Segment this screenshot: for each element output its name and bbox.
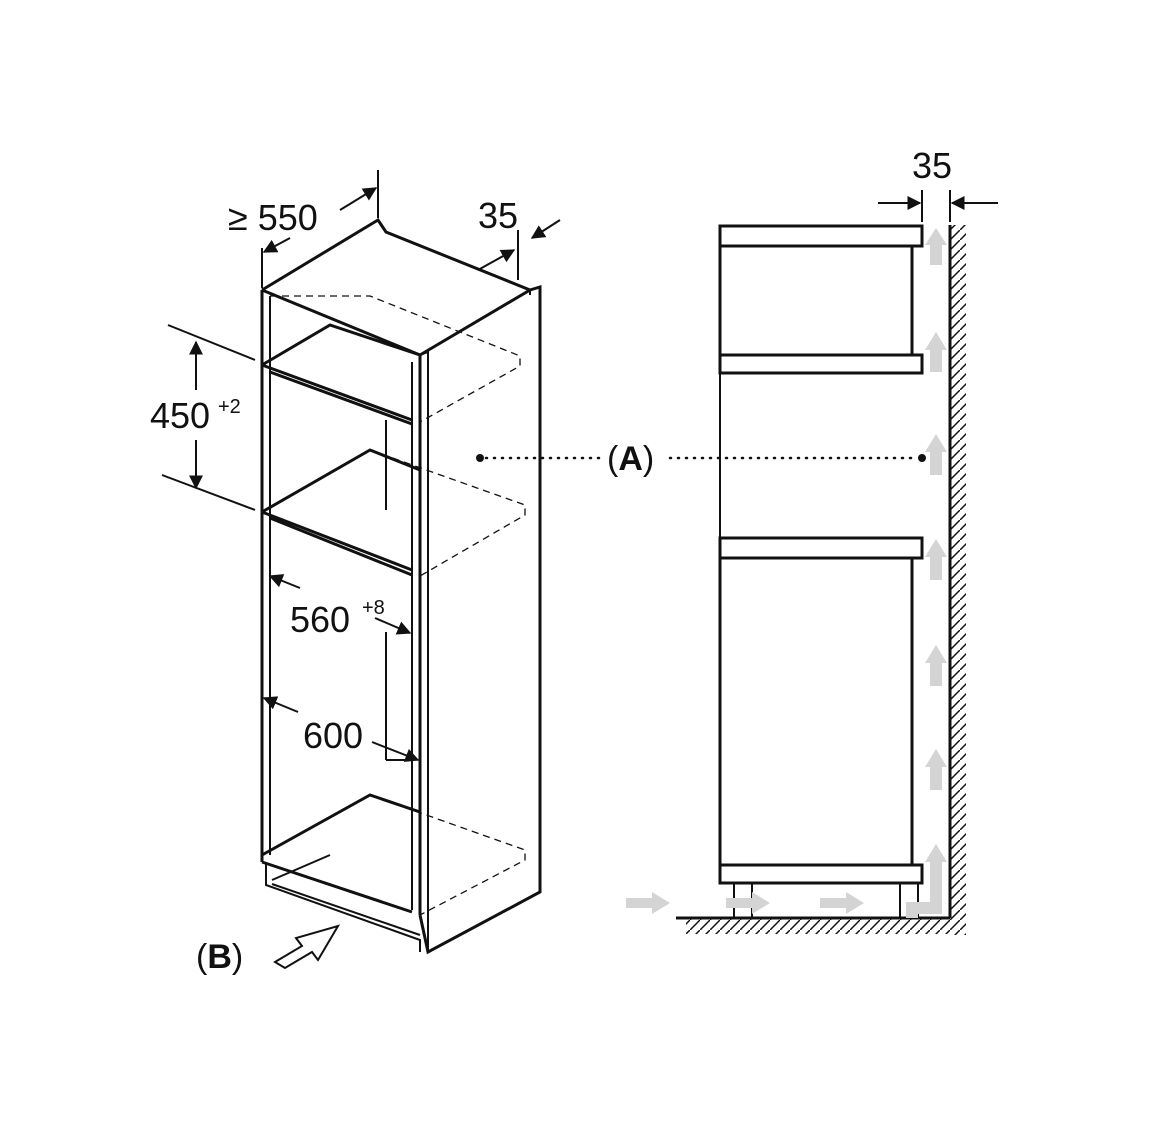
airflow-arrows-horizontal [626,892,864,914]
airflow-up-arrow-icon [925,332,947,372]
inner-width-dimension: 560 +8 [268,574,412,640]
cabinet-bottom-shelf [261,793,421,914]
upper-cabinet-shelf [718,353,924,375]
label-a: (A) [607,440,654,478]
cabinet-right-panel [418,284,542,955]
airflow-up-arrow-icon [925,749,947,790]
cabinet-middle-shelf-hidden [369,449,526,577]
tall-cabinet-isometric [260,217,542,955]
cabinet-plinth [265,854,421,952]
inner-width-tolerance: +8 [362,597,385,619]
side-section: 35 [626,145,998,935]
airflow-bend-arrow-icon [906,844,947,918]
cabinet-top-face [261,217,534,357]
inner-width-label: 560 [290,599,350,640]
lower-cabinet-bottom [718,863,924,885]
wall-gap-label: 35 [912,145,952,186]
cabinet-top-back-hidden [270,295,521,423]
airflow-arrows-vertical [906,228,947,918]
depth-label: ≥ 550 [228,197,318,238]
label-a-group: (A) [476,440,926,478]
wall-hatching [950,225,966,935]
niche-height-tolerance: +2 [218,396,241,418]
cabinet-middle-shelf [261,448,421,577]
airflow-up-arrow-icon [925,645,947,686]
airflow-up-arrow-icon [925,228,947,265]
lower-cabinet-top [718,536,924,560]
cabinet-upper-shelf [261,323,421,426]
niche-height-label: 450 [150,395,210,436]
airflow-right-arrow-icon [820,892,864,914]
airflow-up-arrow-icon [925,434,947,475]
airflow-right-arrow-icon [726,892,770,914]
floor-hatching [686,918,950,934]
top-gap-dimension: 35 [477,195,561,280]
point-a-right [918,454,926,462]
cabinet-bottom-shelf-hidden [369,794,526,916]
label-b-group: (B) [196,924,341,976]
airflow-right-arrow-icon [626,892,670,914]
cabinet-back-inner-edge [385,420,412,761]
point-a-left [476,454,484,462]
cabinet-right-panel-edge [419,290,531,952]
airflow-intake-arrow-icon [273,924,341,970]
outer-width-dimension: 600 [262,696,420,762]
upper-cabinet-top [718,224,924,248]
depth-dimension: ≥ 550 [228,170,379,288]
top-gap-label: 35 [478,195,518,236]
label-b: (B) [196,938,243,976]
outer-width-label: 600 [303,715,363,756]
niche-height-dimension: 450 +2 [150,324,256,511]
airflow-up-arrow-icon [925,539,947,580]
